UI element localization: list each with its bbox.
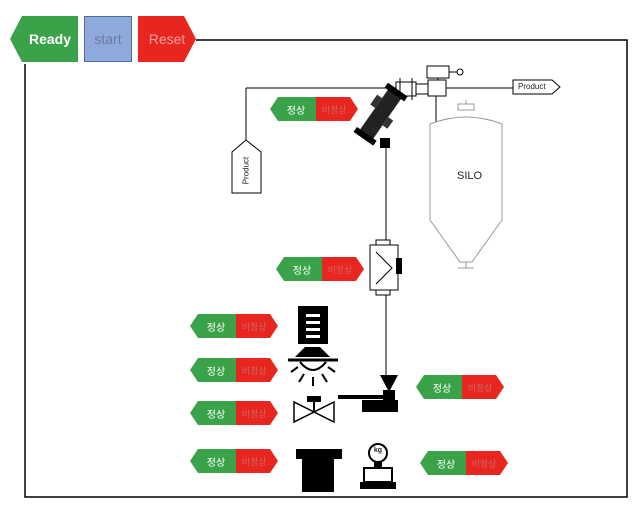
status-normal-label: 정상 xyxy=(286,105,306,117)
status-abnormal-label: 비정상 xyxy=(241,408,267,419)
status-abnormal-label: 비정상 xyxy=(241,456,267,467)
status-abnormal-label: 비정상 xyxy=(241,365,267,376)
status-normal-label: 정상 xyxy=(436,459,456,471)
product-right-label: Product xyxy=(518,82,546,91)
level-sensor-icon xyxy=(369,239,402,296)
product-left-label: Product xyxy=(241,156,251,185)
status-abnormal-label: 비정상 xyxy=(241,321,267,332)
ready-button-label: Ready xyxy=(28,31,72,47)
start-button-label: start xyxy=(94,31,122,47)
status-indicator-display: 정상 비정상 xyxy=(190,314,278,338)
scale-unit-label: kg xyxy=(373,447,383,454)
status-indicator-scale: 정상 비정상 xyxy=(420,451,508,475)
reset-button[interactable]: Reset xyxy=(138,16,196,62)
ready-button[interactable]: Ready xyxy=(10,16,78,62)
silo-label: SILO xyxy=(457,170,483,182)
status-indicator-chute: 정상 비정상 xyxy=(416,375,504,399)
scale-kg-icon xyxy=(360,443,396,489)
flange-cluster-icon xyxy=(395,65,464,124)
status-abnormal-label: 비정상 xyxy=(467,382,493,393)
status-normal-label: 정상 xyxy=(206,322,226,334)
filter-outlet xyxy=(380,138,390,148)
lamp-icon xyxy=(288,347,338,386)
status-abnormal-label: 비정상 xyxy=(321,104,347,115)
status-normal-label: 정상 xyxy=(432,383,452,395)
status-abnormal-label: 비정상 xyxy=(327,264,353,275)
status-normal-label: 정상 xyxy=(206,457,226,469)
reset-button-label: Reset xyxy=(148,31,186,47)
display-panel-icon xyxy=(298,306,328,344)
frame-border xyxy=(24,39,628,498)
silo-icon xyxy=(429,100,503,269)
start-button[interactable]: start xyxy=(84,16,132,62)
weight-icon xyxy=(296,449,342,492)
status-normal-label: 정상 xyxy=(292,265,312,277)
status-indicator-weight: 정상 비정상 xyxy=(190,449,278,473)
status-normal-label: 정상 xyxy=(206,409,226,421)
product-left-tag xyxy=(231,139,262,194)
discharge-chute-icon xyxy=(338,375,398,412)
status-normal-label: 정상 xyxy=(206,366,226,378)
status-abnormal-label: 비정상 xyxy=(471,458,497,469)
status-indicator-sensor: 정상 비정상 xyxy=(276,257,364,281)
valve-icon xyxy=(293,396,335,424)
status-indicator-valve: 정상 비정상 xyxy=(190,401,278,425)
filter-icon xyxy=(353,82,408,146)
product-right-tag xyxy=(512,79,561,95)
status-indicator-filter: 정상 비정상 xyxy=(270,97,358,121)
status-indicator-lamp: 정상 비정상 xyxy=(190,358,278,382)
